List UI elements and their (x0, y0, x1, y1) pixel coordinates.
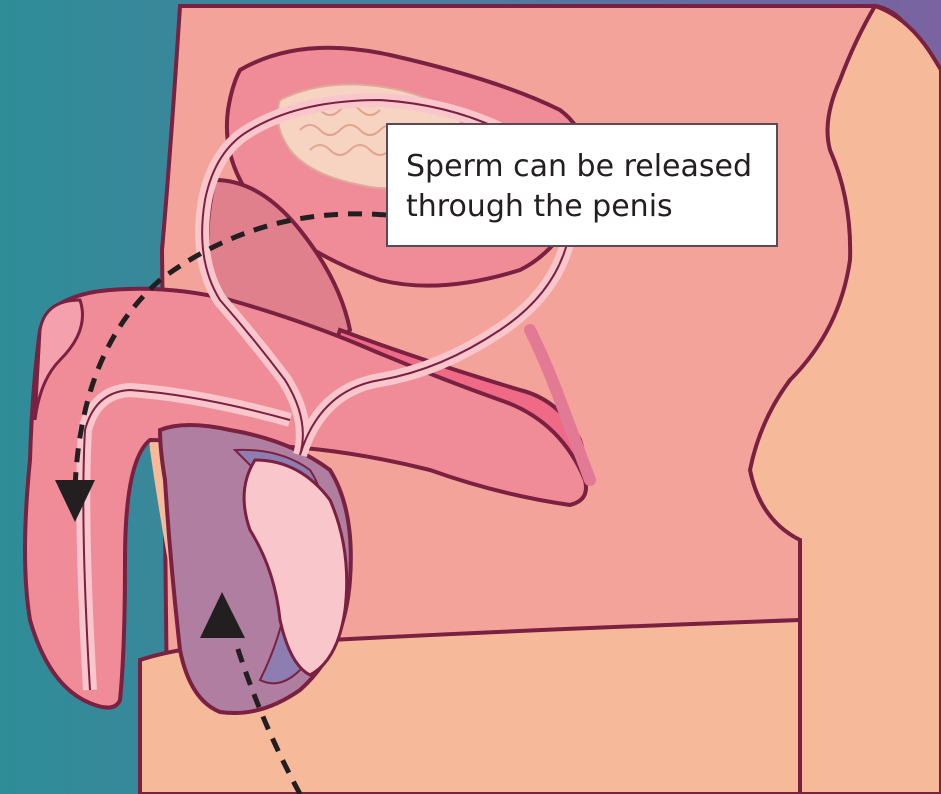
callout-line-2: through the penis (406, 187, 760, 227)
callout-box: Sperm can be released through the penis (386, 123, 778, 247)
callout-line-1: Sperm can be released (406, 147, 760, 187)
